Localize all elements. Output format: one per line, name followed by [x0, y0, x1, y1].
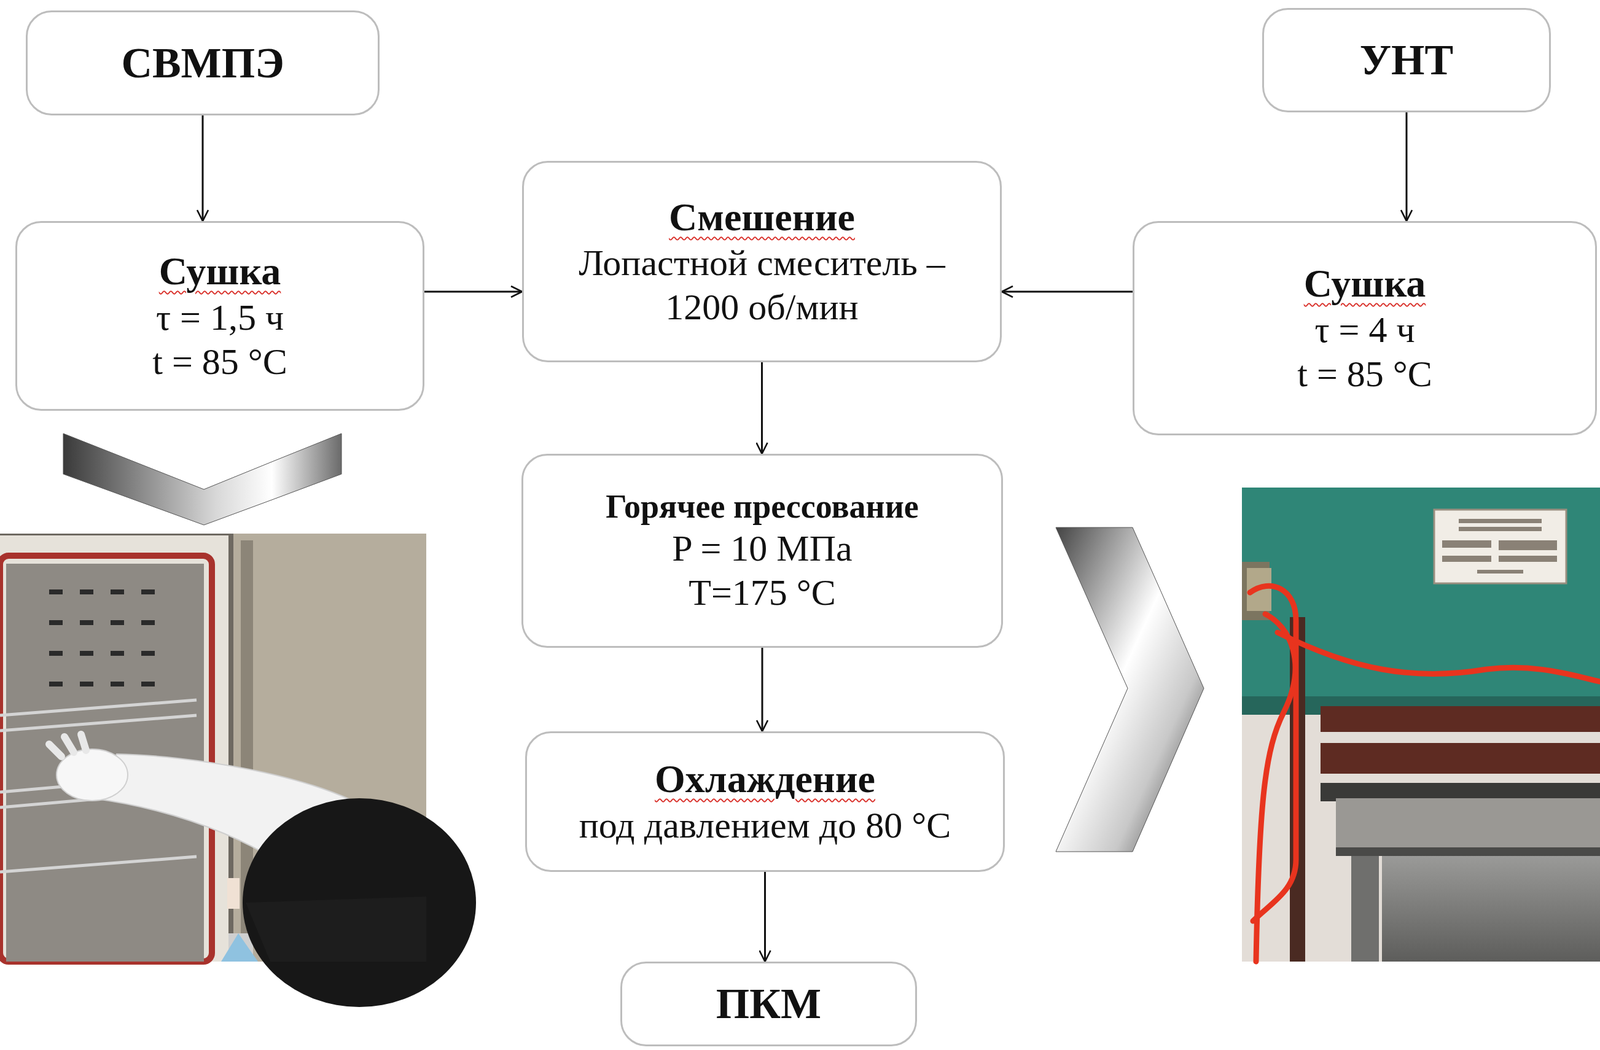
box-content: СВМПЭ [120, 37, 284, 90]
box-heading: УНТ [1359, 34, 1454, 86]
box-heading: Сушка [159, 248, 282, 296]
box-content: Охлаждениепод давлением до 80 °C [579, 756, 952, 848]
process-box: Сушкаτ = 1,5 чt = 85 °C [15, 221, 425, 411]
flow-arrow [764, 872, 766, 962]
press-photo [1241, 487, 1600, 962]
chevron-arrow [1055, 527, 1204, 852]
process-box: Сушкаτ = 4 чt = 85 °C [1132, 221, 1597, 436]
process-box: УНТ [1262, 7, 1551, 113]
flow-arrow [424, 291, 523, 293]
box-heading: СВМПЭ [120, 37, 284, 90]
flow-arrow [202, 115, 204, 222]
flow-arrow [760, 362, 763, 454]
box-body-text: t = 85 °C [152, 339, 288, 384]
chevron-arrow [63, 433, 342, 526]
box-heading: ПКМ [716, 978, 822, 1031]
box-body-text: τ = 1,5 ч [156, 295, 284, 340]
box-body-text: τ = 4 ч [1314, 307, 1415, 352]
box-body-text: P = 10 МПа [671, 526, 852, 571]
flow-arrow [761, 647, 764, 732]
process-box: СВМПЭ [25, 10, 380, 116]
process-box: Охлаждениепод давлением до 80 °C [525, 731, 1005, 873]
box-heading: Смешение [668, 194, 855, 242]
oven-photo [0, 533, 477, 1008]
box-content: УНТ [1359, 34, 1454, 86]
box-heading: Сушка [1303, 260, 1427, 308]
box-body-text: T=175 °C [688, 570, 836, 615]
process-box: ПКМ [620, 961, 918, 1047]
box-content: СмешениеЛопастной смеситель – 1200 об/ми… [550, 194, 975, 330]
box-heading: Горячее прессование [605, 487, 919, 527]
box-content: ПКМ [716, 978, 822, 1031]
box-body-text: под давлением до 80 °C [579, 803, 952, 848]
box-heading: Охлаждение [654, 756, 876, 804]
flow-arrow [1405, 112, 1408, 222]
box-content: Сушкаτ = 4 чt = 85 °C [1297, 260, 1433, 397]
box-body-text: Лопастной смеситель – 1200 об/мин [550, 240, 975, 330]
box-body-text: t = 85 °C [1297, 351, 1433, 397]
process-box: СмешениеЛопастной смеситель – 1200 об/ми… [522, 160, 1002, 363]
process-box: Горячее прессованиеP = 10 МПаT=175 °C [521, 453, 1003, 648]
box-content: Горячее прессованиеP = 10 МПаT=175 °C [605, 487, 919, 616]
flow-arrow [1001, 291, 1133, 293]
box-content: Сушкаτ = 1,5 чt = 85 °C [152, 248, 288, 384]
